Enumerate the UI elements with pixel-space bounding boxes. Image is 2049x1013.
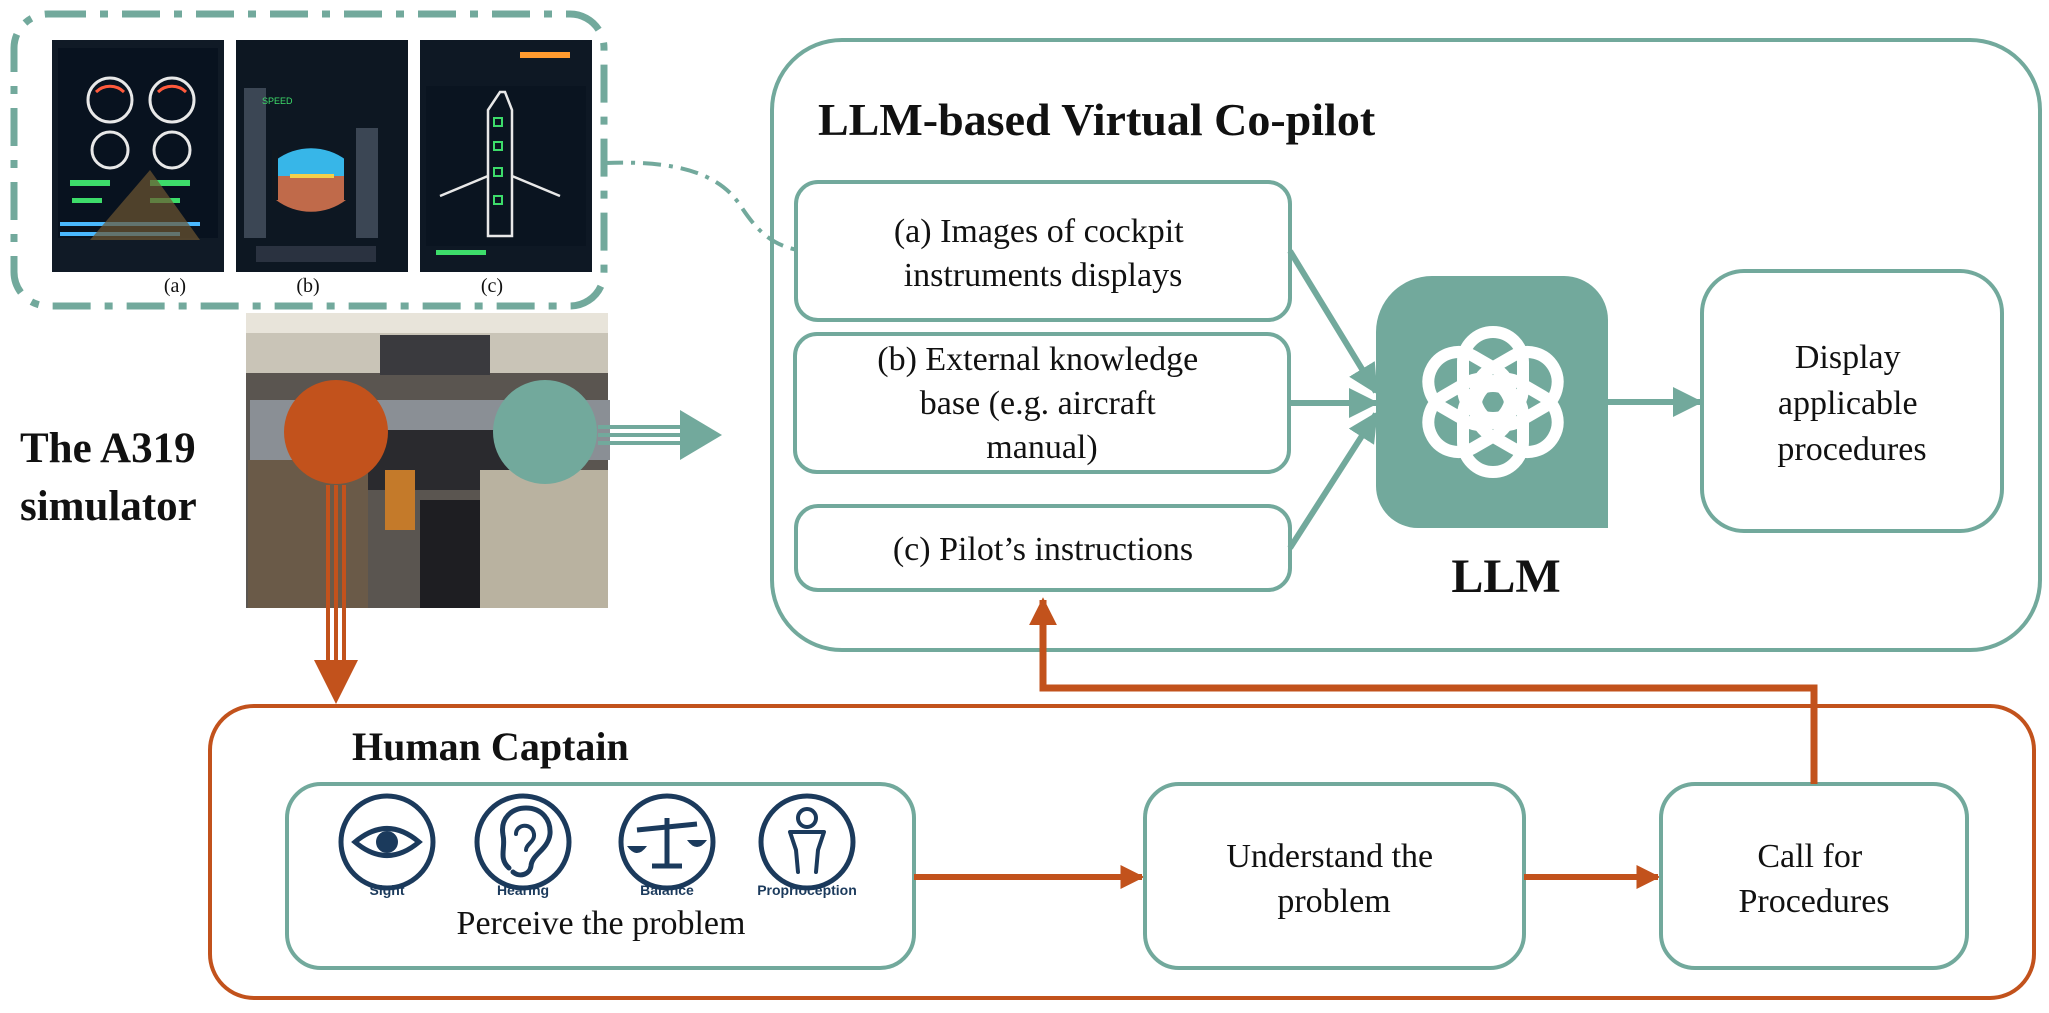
output-line3: procedures	[1777, 431, 1926, 468]
sense-label-sight: Sight	[370, 882, 405, 898]
copilot-title: LLM-based Virtual Co-pilot	[818, 94, 1376, 145]
captain-title: Human Captain	[352, 724, 629, 769]
output-line1: Display	[1795, 339, 1901, 376]
understand-line2: problem	[1277, 883, 1390, 920]
svg-text:SPEED: SPEED	[262, 96, 293, 106]
captain-panel	[208, 704, 2036, 1000]
input-images-line1: (a) Images of cockpit	[894, 213, 1184, 250]
understand-box	[1143, 782, 1526, 970]
input-knowledge-line1: (b) External knowledge	[877, 341, 1198, 378]
simulator-to-captain-arrow	[314, 485, 358, 704]
input-knowledge-line2: base (e.g. aircraft	[920, 385, 1157, 422]
person-icon	[758, 793, 856, 891]
simulator-to-copilot-arrow	[598, 410, 722, 460]
simulator-title-line1: The A319	[20, 425, 196, 472]
arrow-instructions-to-llm	[1287, 411, 1379, 550]
photo-label-c: (c)	[481, 275, 503, 297]
scale-icon	[618, 793, 716, 891]
sense-label-balance: Balance	[640, 882, 694, 898]
understand-box-text: Understand the problem	[1226, 838, 1441, 920]
call-box-text: Call for Procedures	[1738, 838, 1889, 920]
input-box-images	[794, 180, 1292, 322]
cockpit-photo-a	[52, 40, 224, 272]
llm-block	[1376, 276, 1608, 528]
arrow-images-to-llm	[1287, 249, 1379, 395]
simulator-copilot-marker	[493, 380, 597, 484]
copilot-panel	[770, 38, 2042, 652]
output-box-procedures	[1700, 269, 2004, 533]
photo-label-a: (a)	[164, 275, 186, 297]
simulator-captain-marker	[284, 380, 388, 484]
cockpit-photo-c	[420, 40, 592, 272]
perceive-label: Perceive the problem	[457, 905, 746, 942]
output-box-text: Display applicable procedures	[1777, 339, 1926, 468]
instrument-photos-frame	[10, 10, 608, 310]
call-line1: Call for	[1757, 838, 1862, 875]
simulator-title-line2: simulator	[20, 483, 197, 530]
output-line2: applicable	[1778, 385, 1918, 422]
ear-icon	[474, 793, 572, 891]
openai-knot-icon	[1422, 326, 1564, 478]
eye-icon	[338, 793, 436, 891]
cockpit-photo-b: SPEED	[236, 40, 408, 272]
call-box	[1659, 782, 1969, 970]
call-line2: Procedures	[1738, 883, 1889, 920]
sense-label-hearing: Hearing	[497, 882, 549, 898]
photos-to-input-connector	[604, 160, 799, 252]
llm-label: LLM	[1451, 550, 1560, 603]
input-instructions-text: (c) Pilot’s instructions	[893, 531, 1193, 568]
understand-line1: Understand the	[1226, 838, 1433, 875]
input-box-knowledge-text: (b) External knowledge base (e.g. aircra…	[877, 341, 1207, 466]
photo-label-b: (b)	[296, 275, 319, 297]
sense-label-proprioception: Proprioception	[757, 882, 857, 898]
arrow-call-to-instructions	[1029, 597, 1818, 784]
input-knowledge-line3: manual)	[986, 429, 1097, 466]
input-images-line2: instruments displays	[904, 257, 1183, 294]
input-box-images-text: (a) Images of cockpit instruments displa…	[894, 213, 1192, 294]
